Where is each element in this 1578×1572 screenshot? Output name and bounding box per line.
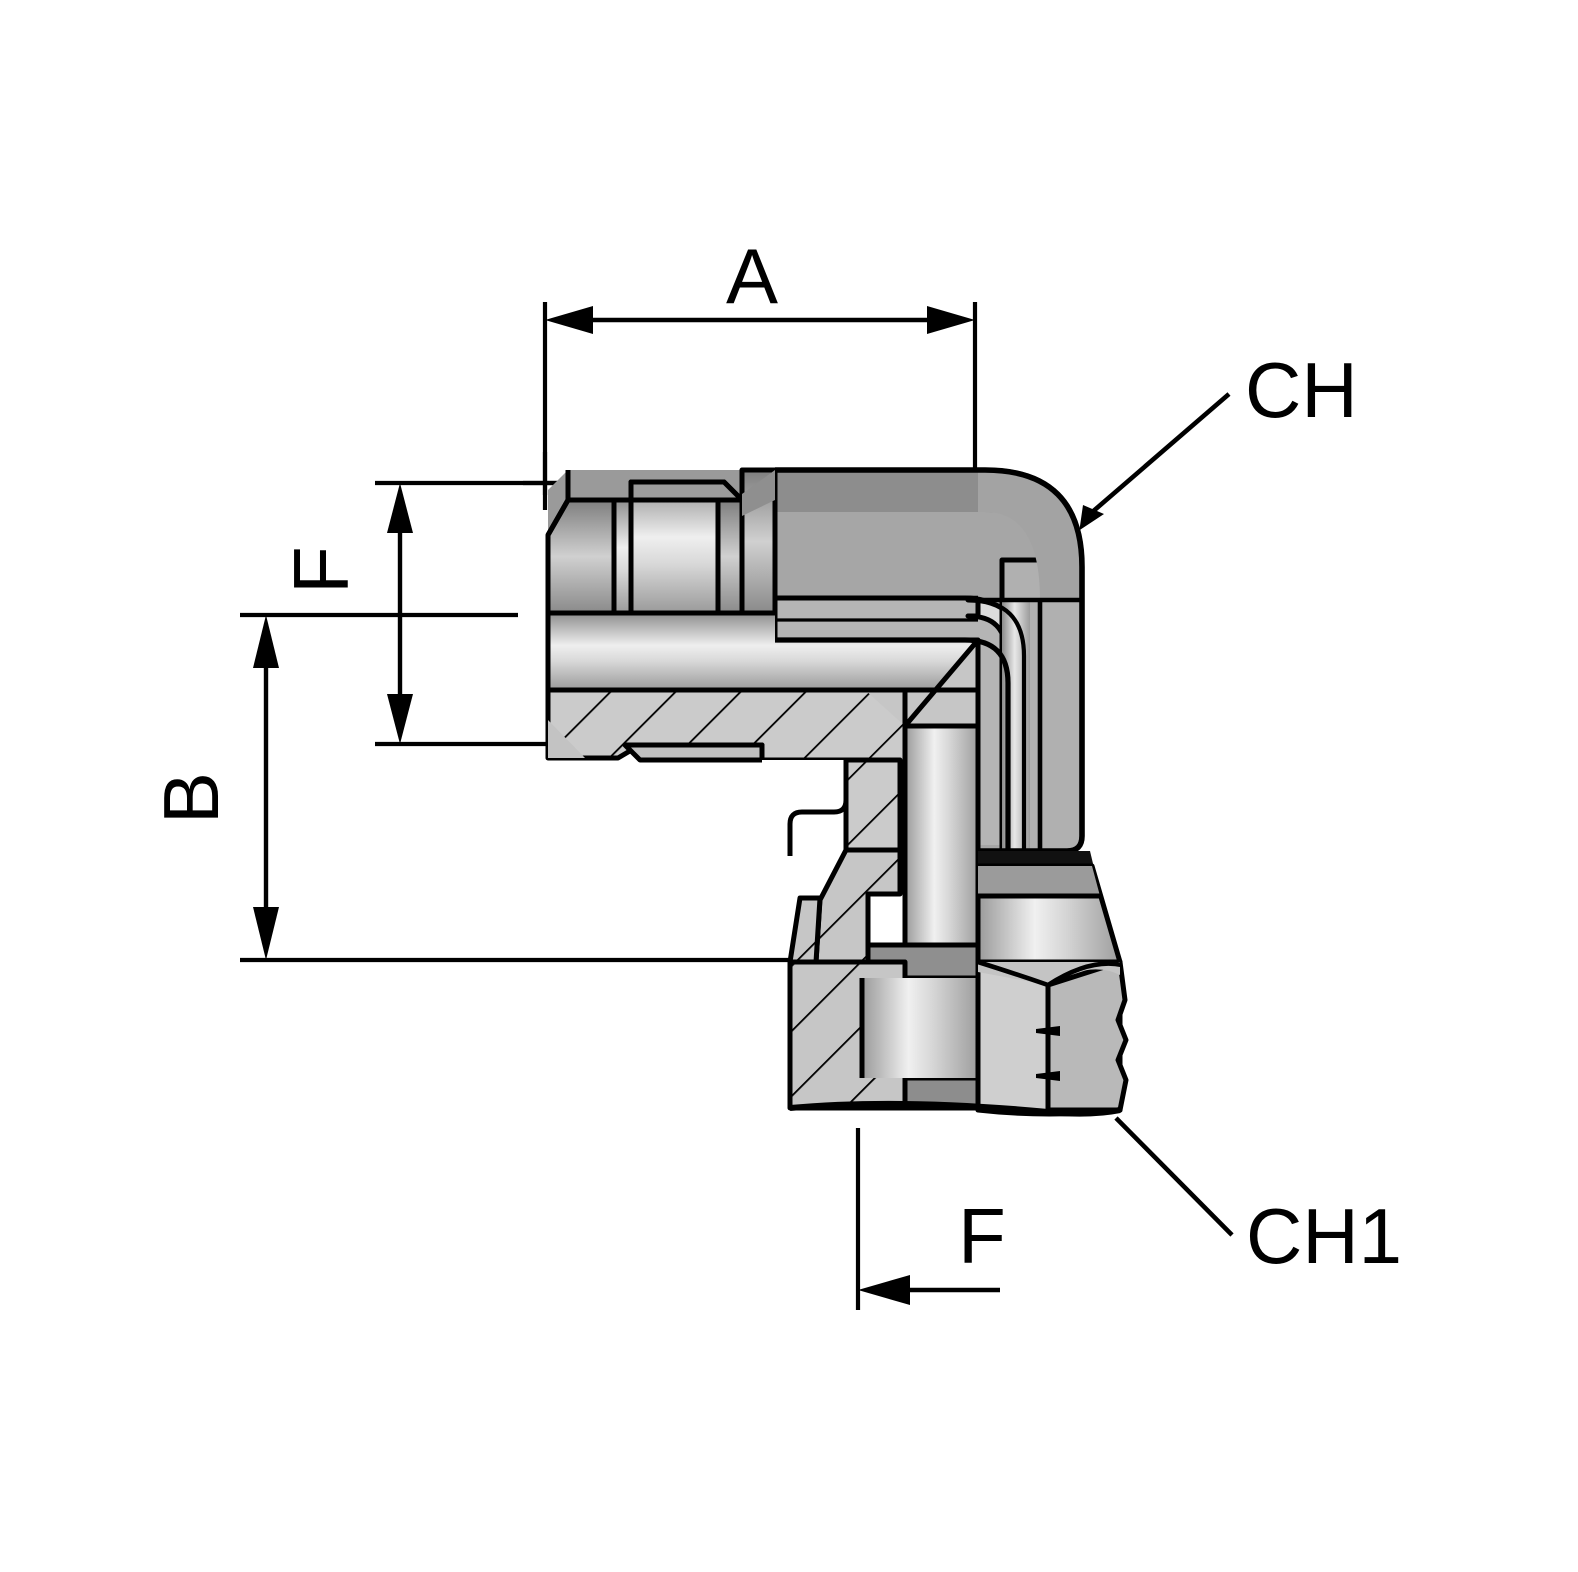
callout-ch-leader <box>1081 392 1231 522</box>
dimension-labels: A F B F <box>147 232 1006 1280</box>
callout-labels: CH CH1 <box>1245 346 1402 1280</box>
male-hex-flat-2 <box>715 497 745 616</box>
retainer-notch-outline <box>787 760 849 856</box>
male-hex-collar-top <box>628 479 745 503</box>
callout-label-ch1: CH1 <box>1246 1192 1402 1280</box>
hex-nut-knurl-2 <box>1036 1071 1060 1081</box>
nut-collar-top-shade <box>978 866 1100 896</box>
male-nose-bevel <box>548 690 585 758</box>
callout-ch1-leader <box>1114 1116 1234 1237</box>
vertical-stem <box>902 723 981 948</box>
dim-label-f-bottom: F <box>958 1192 1006 1280</box>
dim-f2-arrow <box>858 1275 1000 1305</box>
retainer-notch <box>762 760 846 850</box>
hex-nut-right-flat <box>1045 959 1129 1113</box>
elbow-inner-arc-stroke2 <box>965 597 1027 851</box>
fitting-assembly <box>545 467 1129 1117</box>
retainer-step <box>843 757 903 853</box>
callout-label-ch: CH <box>1245 346 1358 434</box>
male-seal-band <box>742 470 775 516</box>
elbow-inner-arc-stroke <box>775 637 1011 851</box>
hex-nut-knurl-1 <box>1036 1026 1060 1036</box>
dim-label-f-upper: F <box>277 546 365 594</box>
dim-b-arrow <box>253 615 279 960</box>
female-nut-bore <box>862 978 978 1078</box>
dim-label-b: B <box>147 772 235 824</box>
male-nose-top-bevel <box>545 470 571 537</box>
female-nut-left-taper <box>787 895 823 965</box>
dim-a-arrow <box>545 306 975 334</box>
hex-nut-bottom-edge <box>789 1100 1121 1117</box>
callout-ch-arrowhead <box>1048 505 1104 551</box>
dimension-lines <box>240 302 1000 1310</box>
dim-label-a: A <box>726 232 778 320</box>
elbow-outline-stroke <box>775 467 1085 854</box>
male-thread-root <box>622 742 765 763</box>
elbow-outer-arc-face <box>978 470 1082 600</box>
